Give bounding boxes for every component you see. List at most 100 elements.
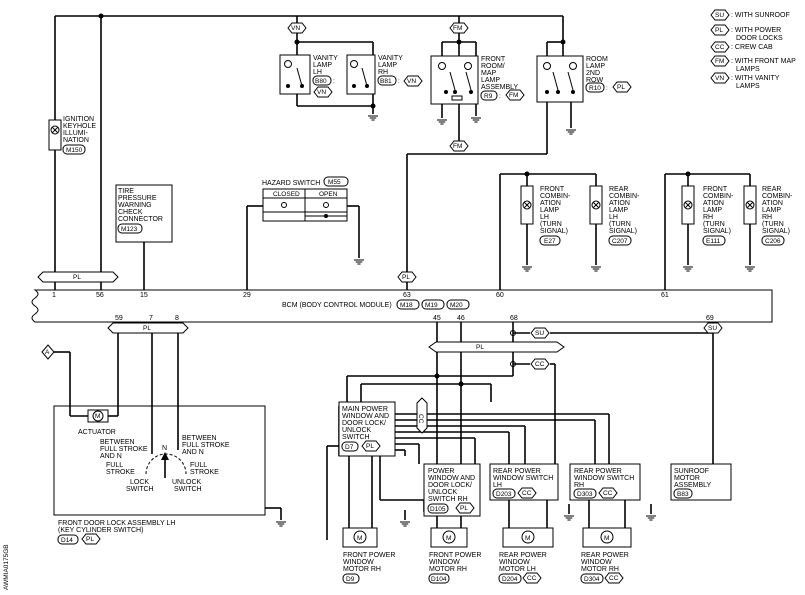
legend-text-1: : WITH POWER: [731, 27, 781, 34]
fclh-2: ATION: [540, 200, 561, 207]
door-unlock-switch-1: SWITCH: [174, 486, 202, 493]
hazard-closed-label: CLOSED: [273, 191, 300, 198]
fcrh-1: COMBIN-: [703, 193, 734, 200]
tire-pressure-check-connector: TIRE PRESSURE WARNING CHECK CONNECTOR M1…: [115, 184, 173, 243]
rclh-5: (TURN: [609, 221, 631, 228]
front-room-tag: FM: [509, 92, 518, 99]
power-window-switch-rh: POWER WINDOW AND DOOR LOCK/ UNLOCK SWITC…: [423, 463, 481, 517]
vanity-rh-tag: VN: [407, 78, 416, 85]
tpms-label-4: CONNECTOR: [118, 216, 163, 223]
door-full-right-0: FULL: [190, 462, 207, 469]
door-full-right-1: STROKE: [190, 469, 219, 476]
vanity-rh-label-1: LAMP: [378, 62, 397, 69]
legend-text-3: : CREW CAB: [731, 44, 773, 51]
door-between-right-1: FULL STROKE: [182, 442, 230, 449]
door-between-left-2: AND N: [100, 453, 122, 460]
tag-fm-mid: FM: [453, 143, 462, 150]
room-lamp-2nd-row: ROOM LAMP 2ND ROW R10 : PL: [536, 55, 632, 103]
tpms-label-0: TIRE: [118, 188, 134, 195]
pin-45: 45: [433, 315, 441, 322]
ref-a: A: [45, 349, 50, 356]
rclh-2: ATION: [609, 200, 630, 207]
vanity-lh-label-0: VANITY: [313, 55, 338, 62]
room-lamp2-tag: PL: [617, 84, 625, 91]
fcrh-0: FRONT: [703, 186, 728, 193]
tag-su-69: SU: [708, 325, 717, 332]
sunroof-label-0: SUNROOF: [674, 468, 709, 475]
room-lamp2-label-2: 2ND: [586, 70, 600, 77]
front-room-label-1: ROOM/: [481, 63, 505, 70]
rcrh-4: RH: [762, 214, 772, 221]
front-room-label-3: LAMP: [481, 77, 500, 84]
rear-power-window-switch-rh: REAR POWER WINDOW SWITCH RH D303 CC: [569, 463, 641, 501]
hazard-connector: M55: [328, 179, 341, 186]
rclh-4: LH: [609, 214, 618, 221]
fcrh-4: RH: [703, 214, 713, 221]
pin-63: 63: [403, 292, 411, 299]
mrr-label-2: MOTOR RH: [581, 566, 619, 573]
room-lamp2-label-1: LAMP: [586, 63, 605, 70]
legend-code-6: VN: [715, 75, 724, 82]
front-room-label-0: FRONT: [481, 56, 506, 63]
front-power-window-motor-left: M FRONT POWER WINDOW MOTOR RH D9: [342, 527, 395, 584]
mfr-label-1: WINDOW: [429, 559, 460, 566]
pin-29: 29: [243, 292, 251, 299]
rcrh-0: REAR: [762, 186, 781, 193]
main-pw-label-4: SWITCH: [342, 434, 370, 441]
pin-59: 59: [115, 315, 123, 322]
pw-rh-label-2: DOOR LOCK/: [428, 482, 472, 489]
ignition-connector: M150: [66, 147, 83, 154]
tpms-label-3: CHECK: [118, 209, 143, 216]
rcrh-2: ATION: [762, 200, 783, 207]
rcrh-3: LAMP: [762, 207, 781, 214]
main-pw-label-1: WINDOW AND: [342, 413, 389, 420]
door-lock-connector: D14: [61, 537, 73, 544]
vanity-rh-label-2: RH: [378, 69, 388, 76]
legend-text-0: : WITH SUNROOF: [731, 12, 790, 19]
tpms-label-2: WARNING: [118, 202, 152, 209]
rpw-lh-label-2: LH: [493, 482, 502, 489]
rpw-lh-tag: CC: [522, 490, 532, 497]
rpw-lh-connector: D203: [496, 491, 512, 498]
door-actuator-label: ACTUATOR: [78, 429, 116, 436]
tag-pl-left: PL: [73, 274, 81, 281]
front-room-map-lamp-assembly: FRONT ROOM/ MAP LAMP ASSEMBLY R9 : FM: [430, 55, 525, 105]
bcm-conn-m20: M20: [450, 302, 463, 309]
sunroof-label-1: MOTOR: [674, 475, 700, 482]
fcrh-5: (TURN: [703, 221, 725, 228]
pw-rh-tag: PL: [460, 505, 468, 512]
fcrh-6: SIGNAL): [703, 228, 731, 235]
pin-8: 8: [175, 315, 179, 322]
rear-power-window-switch-lh: REAR POWER WINDOW SWITCH LH D203 CC: [489, 463, 559, 501]
main-pw-label-0: MAIN POWER: [342, 406, 388, 413]
diagram-code: AWMIA0175GB: [3, 544, 10, 590]
vanity-rh-connector: B81: [380, 78, 392, 85]
pin-7: 7: [149, 315, 153, 322]
door-lock-tag: PL: [86, 536, 94, 543]
bcm-module: BCM (BODY CONTROL MODULE) M18 M19 M20 1 …: [31, 289, 773, 323]
mrl-tag: CC: [527, 575, 537, 582]
svg-text:M: M: [357, 535, 362, 542]
rclh-3: LAMP: [609, 207, 628, 214]
room-lamp2-label-0: ROOM: [586, 56, 608, 63]
fcrh-2: ATION: [703, 200, 724, 207]
mrl-label-0: REAR POWER: [499, 552, 547, 559]
front-combination-lamp-lh: FRONT COMBIN- ATION LAMP LH (TURN SIGNAL…: [520, 185, 571, 246]
ignition-label-3: NATION: [63, 137, 89, 144]
fclh-3: LAMP: [540, 207, 559, 214]
sunroof-motor-assembly: SUNROOF MOTOR ASSEMBLY B83: [670, 463, 732, 501]
svg-text::: :: [398, 78, 400, 85]
fclh-4: LH: [540, 214, 549, 221]
tag-cc-vertical: CC: [417, 414, 424, 424]
pw-rh-connector: D105: [430, 506, 446, 513]
legend-code-4: FM: [715, 58, 724, 65]
legend-text-6: : WITH VANITY: [731, 75, 780, 82]
front-room-label-2: MAP: [481, 70, 497, 77]
door-full-left-0: FULL: [106, 462, 123, 469]
fcrh-3: LAMP: [703, 207, 722, 214]
ignition-label-2: ILLUMI-: [63, 130, 89, 137]
front-power-window-motor-rh: M FRONT POWER WINDOW MOTOR RH D104: [428, 527, 481, 584]
vanity-lh-label-2: LH: [313, 69, 322, 76]
mrl-connector: D204: [502, 576, 518, 583]
pw-rh-label-0: POWER: [428, 468, 454, 475]
